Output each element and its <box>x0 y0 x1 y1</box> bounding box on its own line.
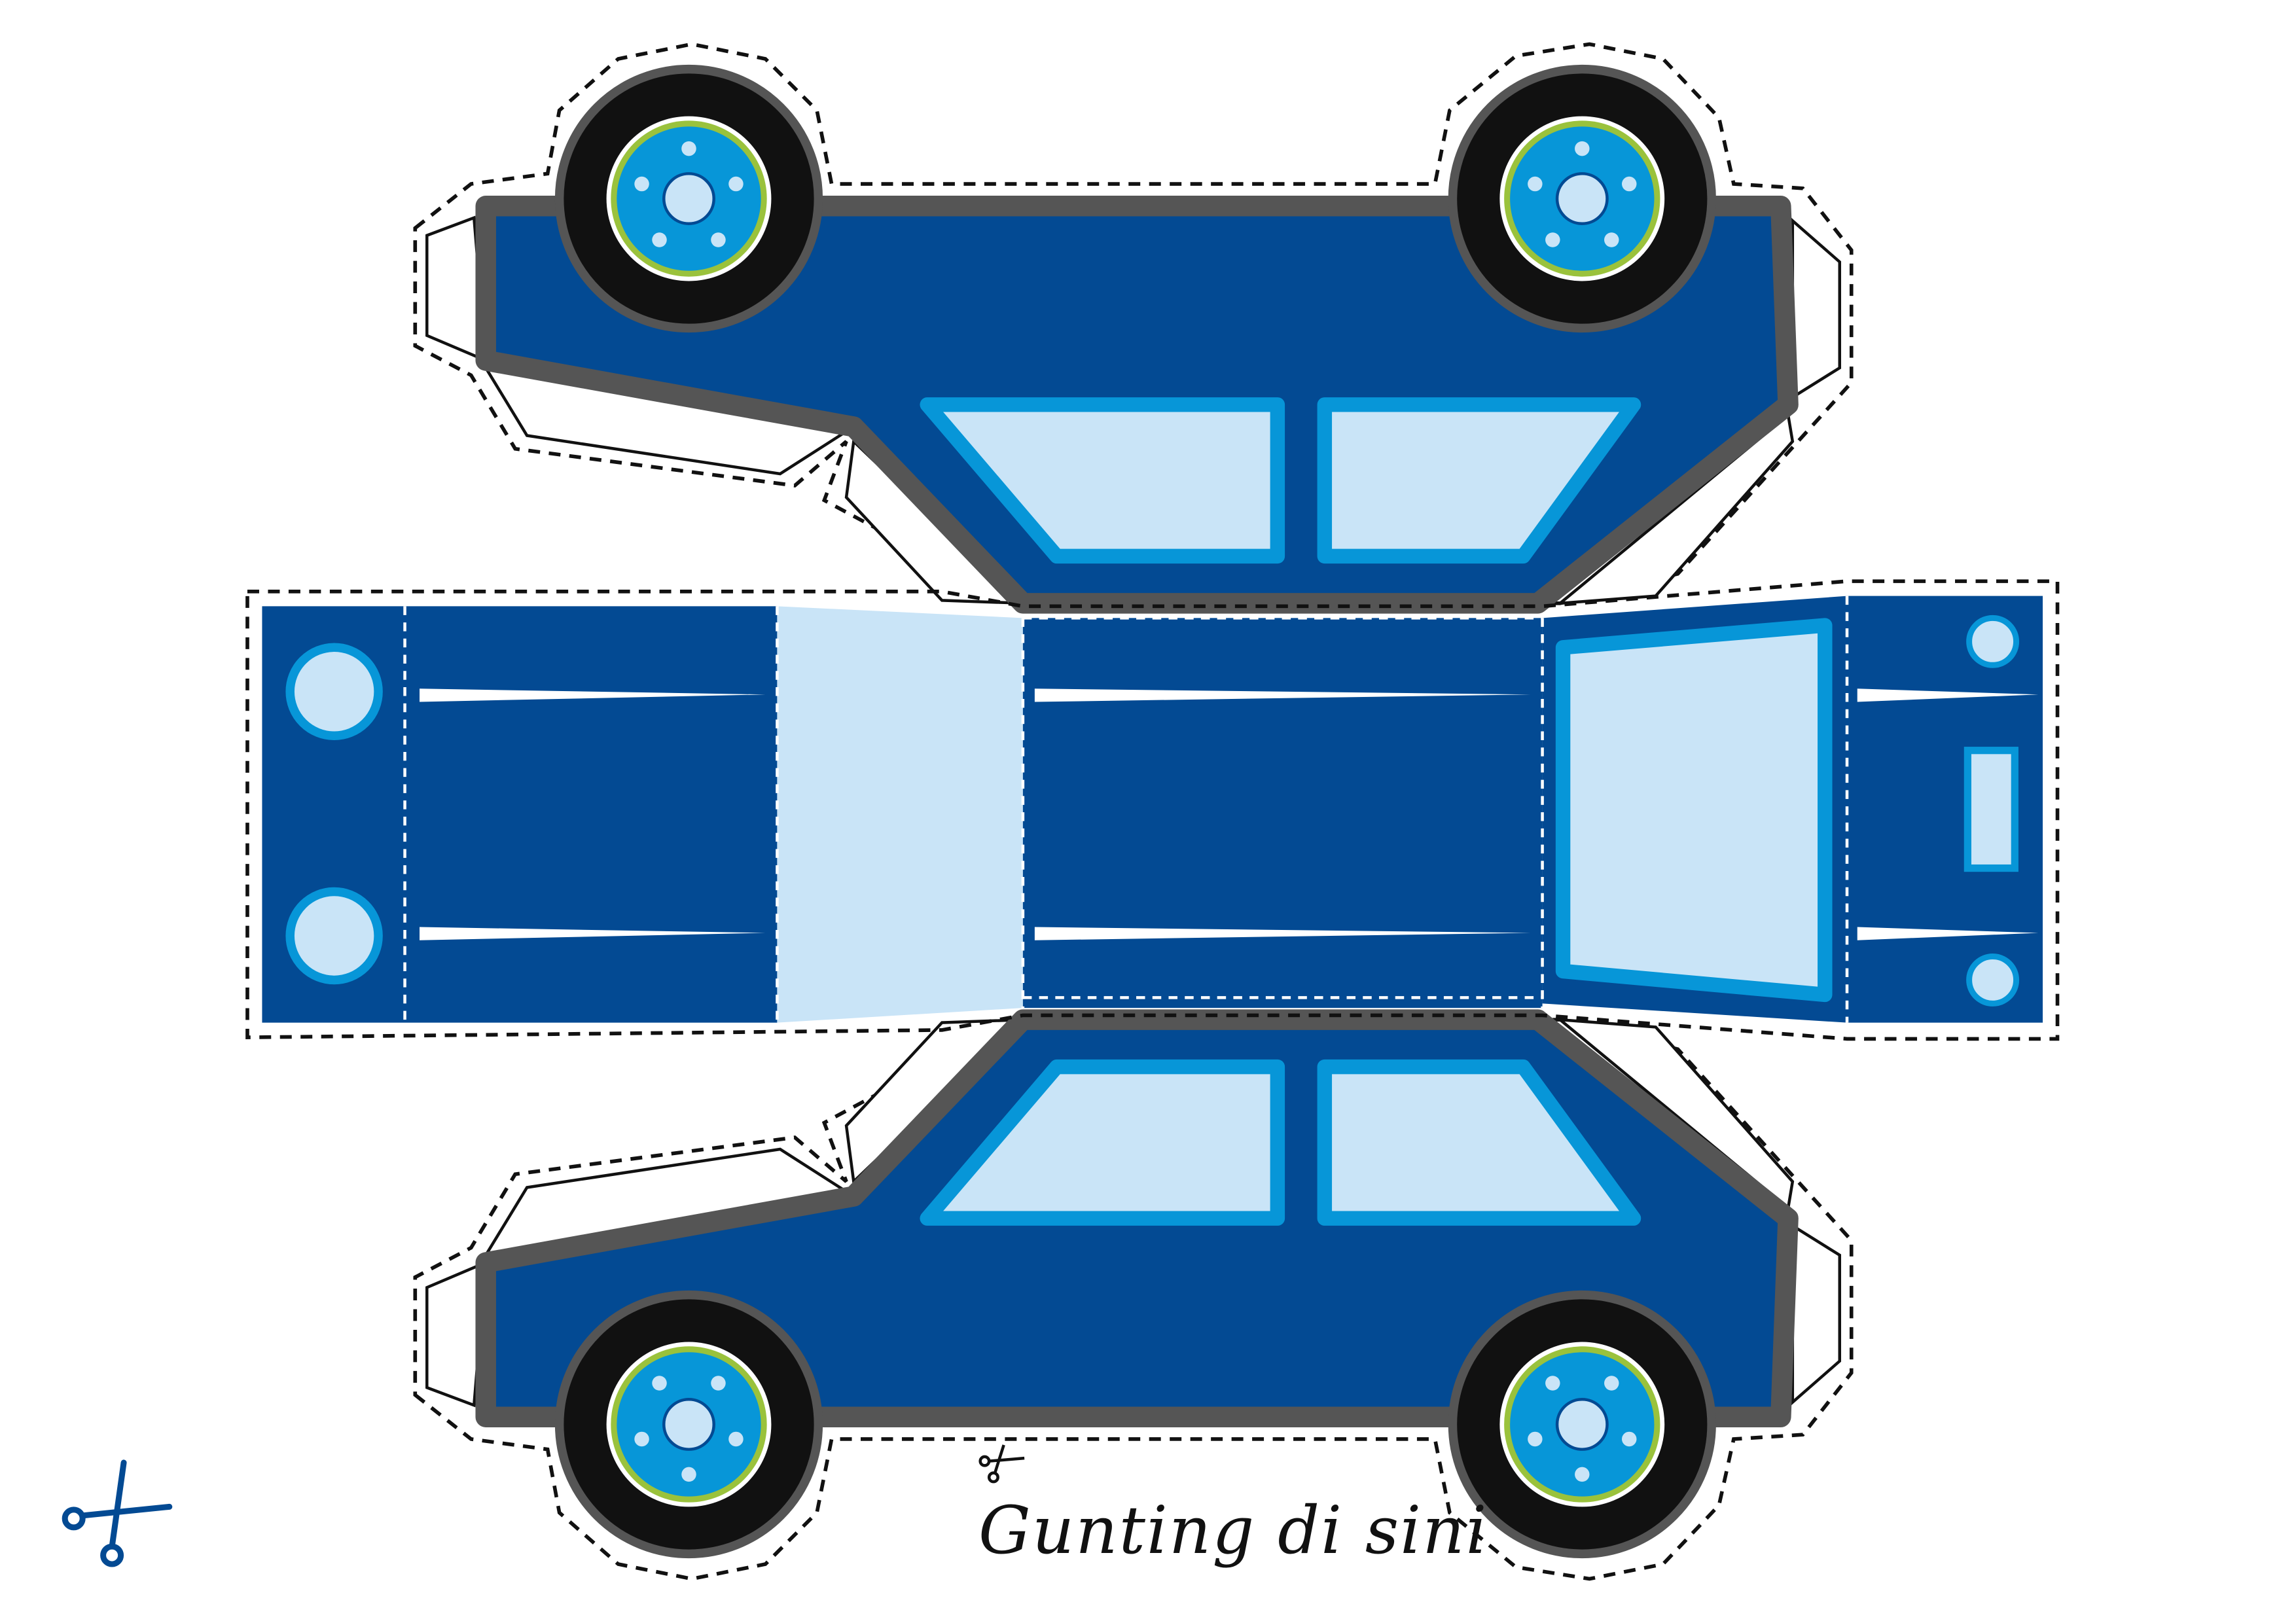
windshield-panel <box>777 606 1023 1023</box>
cut-here-label: Gunting di sini <box>978 1492 1488 1569</box>
taillight <box>1966 953 2020 1007</box>
car-side-left-panel <box>415 44 1851 603</box>
car-top-strip <box>245 579 2060 1041</box>
headlight <box>285 887 383 985</box>
rear-window <box>1555 618 1833 1003</box>
taillight <box>1966 615 2020 668</box>
scissors-icon <box>62 1459 173 1567</box>
headlight <box>285 643 383 740</box>
small-scissors-icon <box>978 1444 1025 1484</box>
license-plate <box>1964 747 2018 872</box>
roof-panel <box>1022 618 1543 1008</box>
